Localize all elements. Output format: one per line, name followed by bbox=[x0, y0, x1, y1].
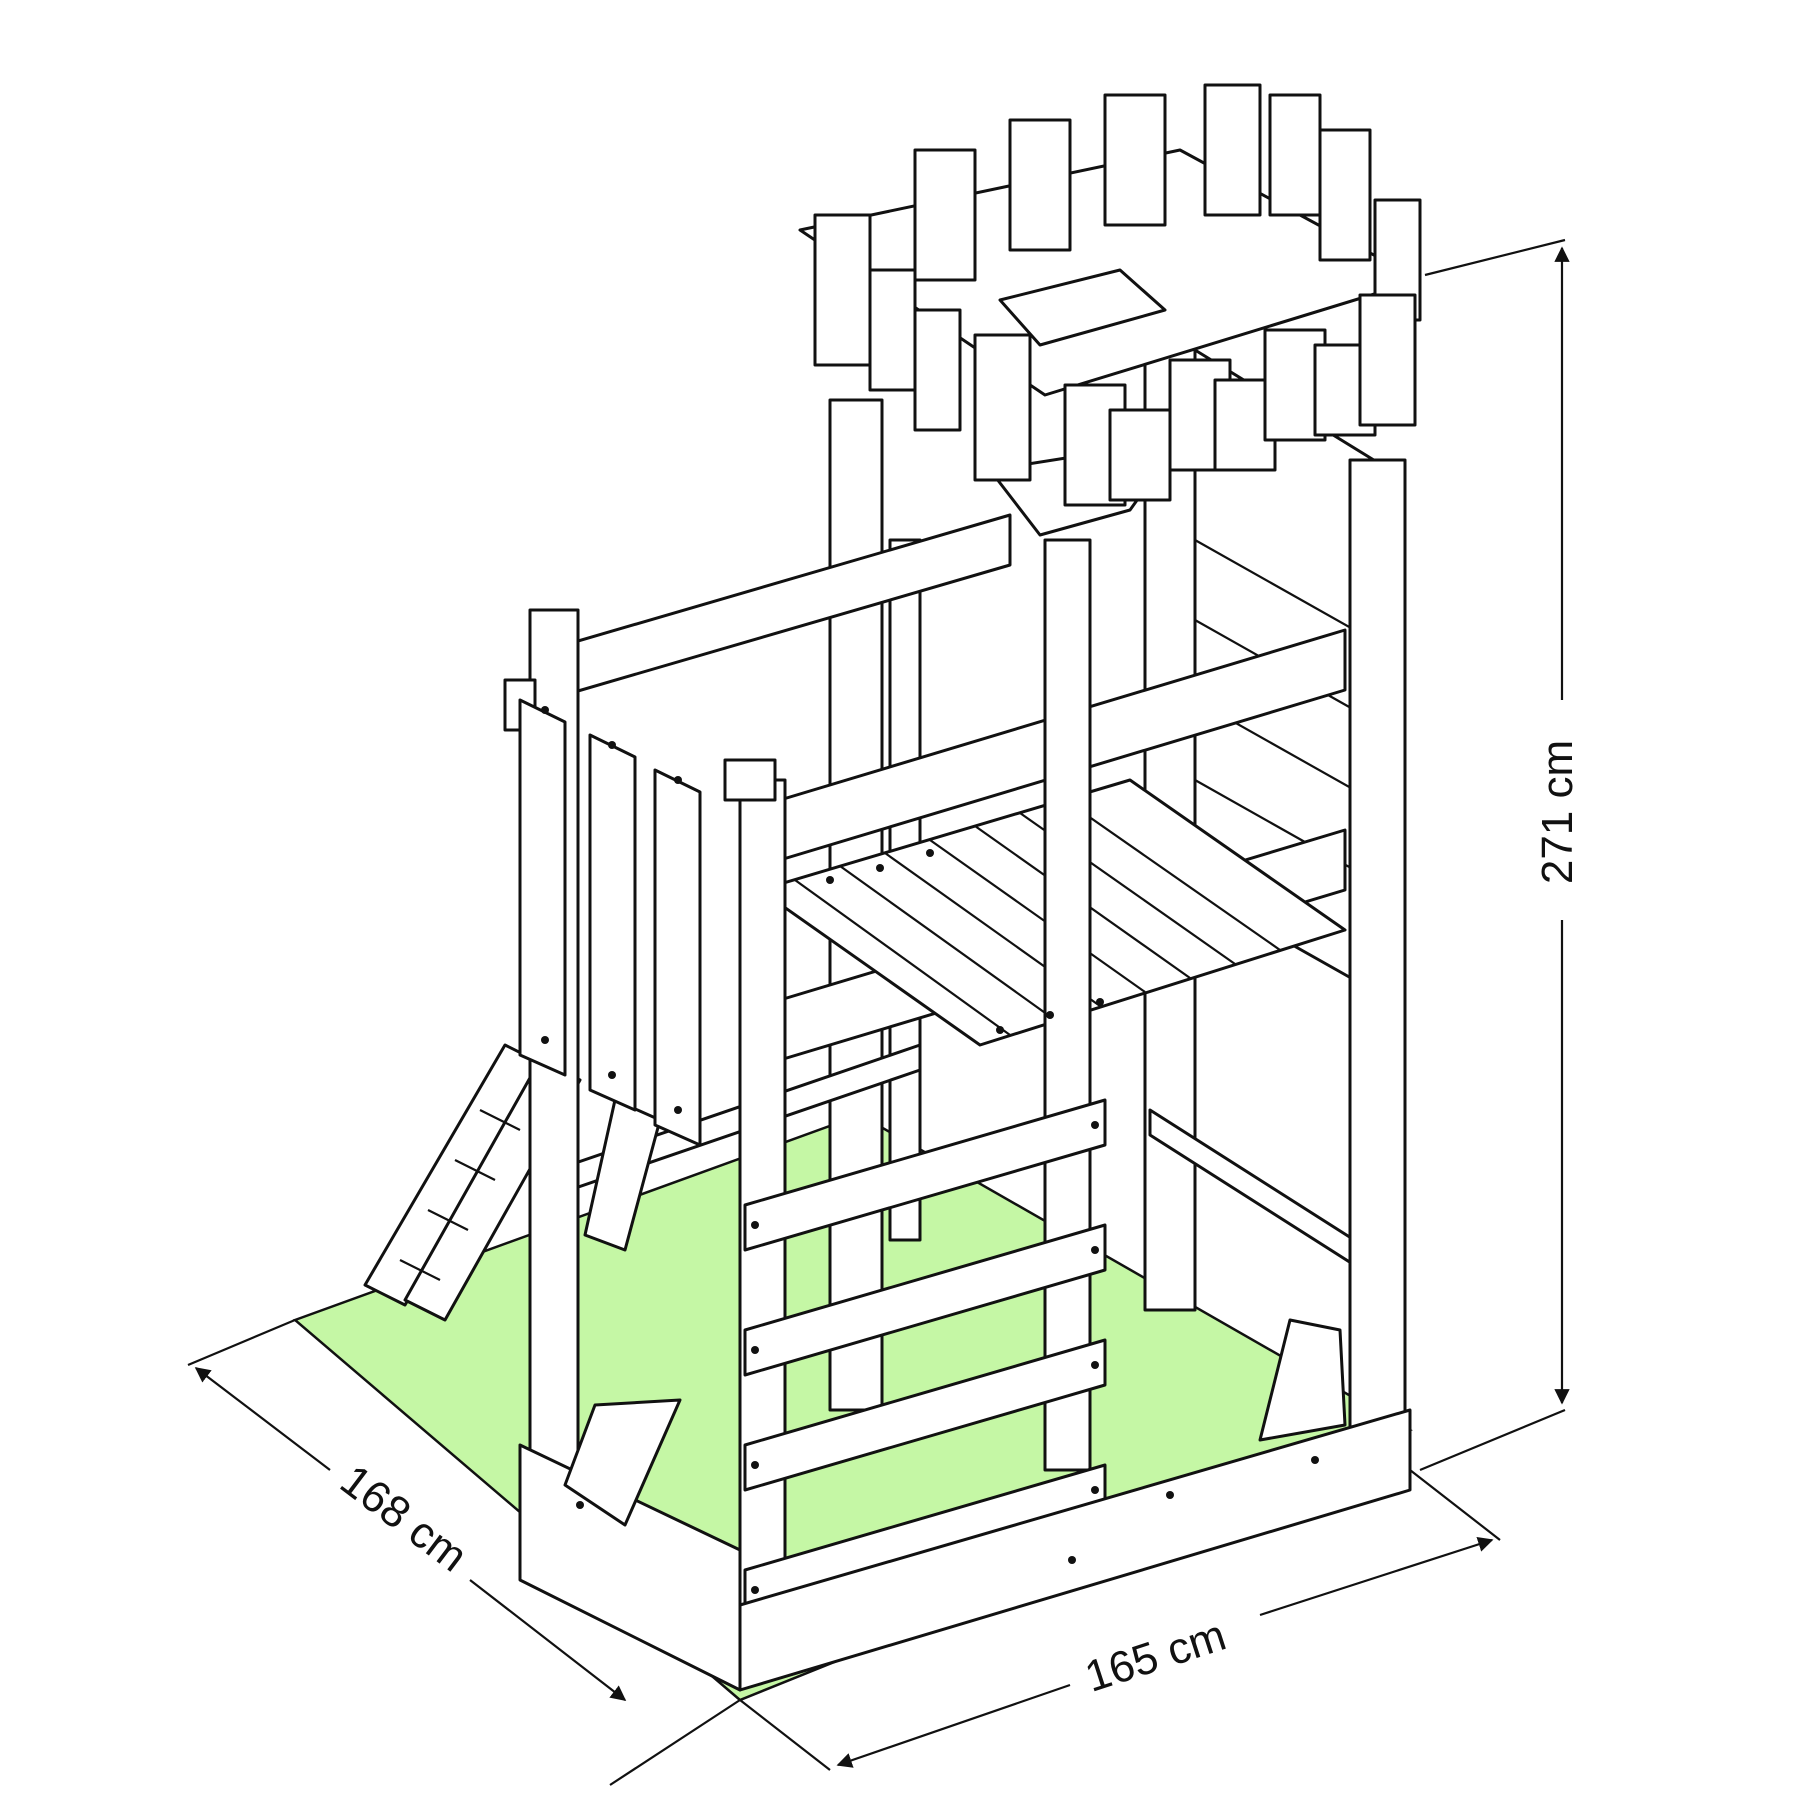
front-right-post bbox=[1348, 458, 1407, 1477]
depth-label: 168 cm bbox=[331, 1455, 476, 1581]
turret bbox=[798, 83, 1422, 537]
front-railing bbox=[518, 698, 702, 1147]
ladder bbox=[743, 538, 1107, 1617]
height-label: 271 cm bbox=[1533, 740, 1582, 884]
width-label: 165 cm bbox=[1079, 1611, 1231, 1702]
bolts bbox=[541, 706, 1319, 1594]
height-dimension: 271 cm bbox=[1419, 238, 1582, 1472]
base-frame bbox=[518, 1318, 1412, 1692]
